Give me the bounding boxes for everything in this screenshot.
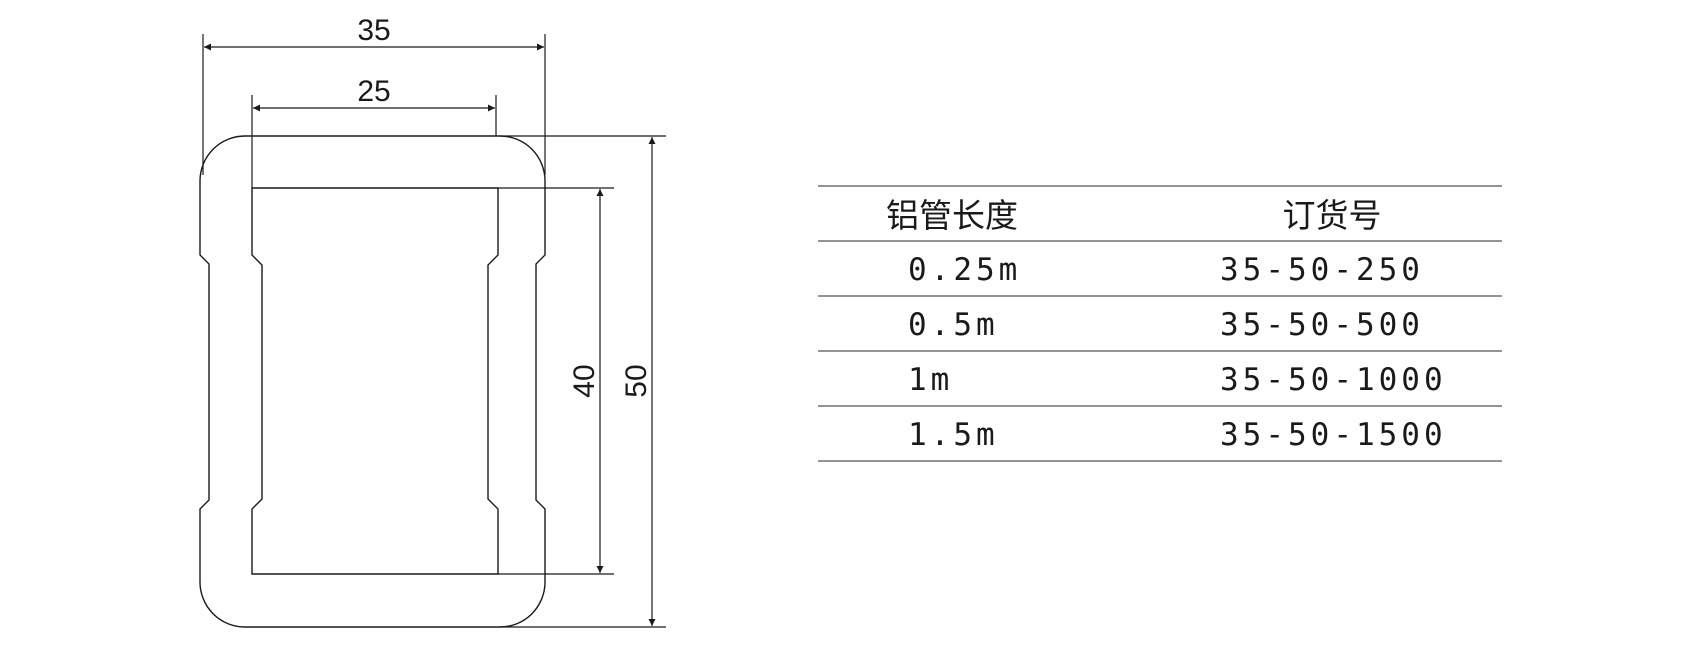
table-cell-order-number: 35-50-500	[1220, 307, 1424, 343]
tube-inner-profile	[251, 187, 499, 575]
table-cell-length: 1.5m	[908, 417, 999, 453]
dimension-label-outer-height: 50	[620, 364, 653, 397]
table-cell-order-number: 35-50-1000	[1220, 362, 1447, 398]
dimension-label-inner-width: 25	[357, 75, 390, 108]
table-cell-order-number: 35-50-1500	[1220, 417, 1447, 453]
table-cell-length: 0.25m	[908, 252, 1021, 288]
table-header-length: 铝管长度	[886, 196, 1018, 235]
table-cell-length: 1m	[908, 362, 953, 398]
table-cell-order-number: 35-50-250	[1220, 252, 1424, 288]
dimension-label-inner-height: 40	[568, 364, 601, 397]
table-cell-length: 0.5m	[908, 307, 999, 343]
table-header-order-number: 订货号	[1283, 196, 1382, 235]
dimension-label-outer-width: 35	[357, 14, 390, 47]
